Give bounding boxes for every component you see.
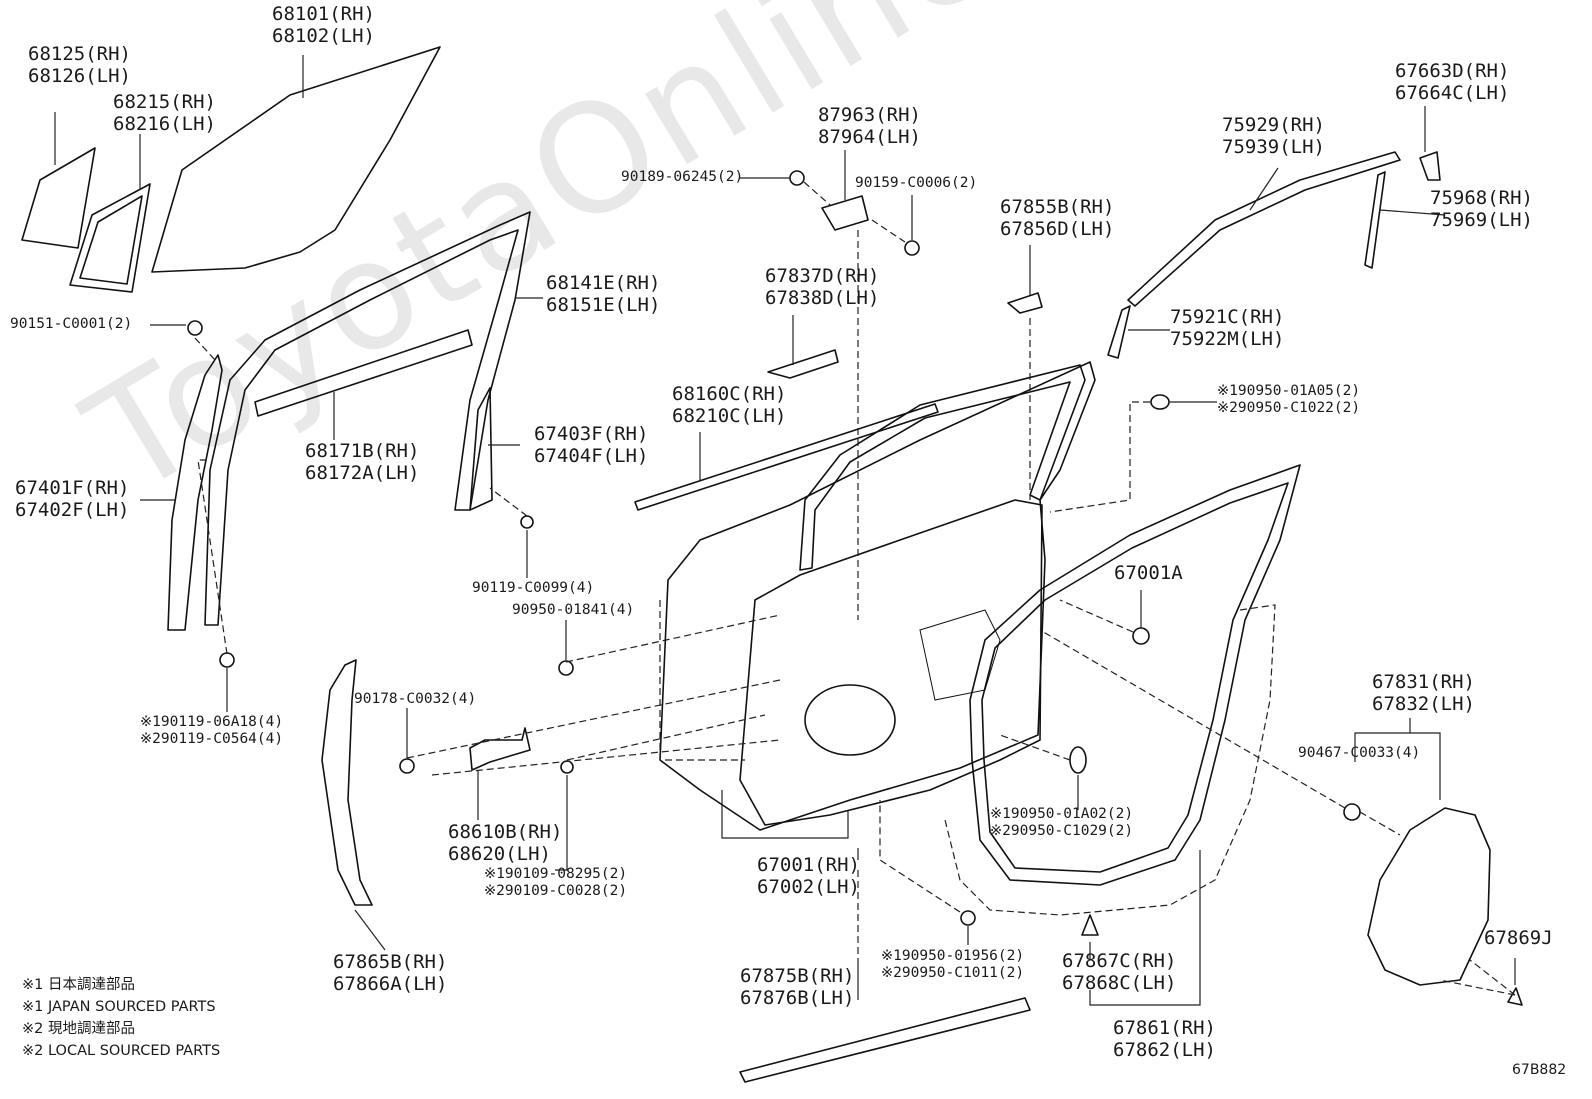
door-weatherstrip-inner-part — [981, 482, 1289, 873]
part-label-67861: 67861(RH) 67862(LH) — [1113, 1017, 1216, 1061]
part-label-67663: 67663D(RH) 67664C(LH) — [1395, 60, 1510, 104]
part-label-67869: 67869J — [1484, 927, 1553, 949]
part-label-190950-01a02: ※190950-01A02(2) ※290950-C1029(2) — [990, 806, 1134, 839]
part-label-87963: 87963(RH) 87964(LH) — [818, 104, 921, 148]
part-label-190950-01a05: ※190950-01A05(2) ※290950-C1022(2) — [1217, 383, 1361, 416]
part-label-68160: 68160C(RH) 68210C(LH) — [672, 383, 787, 427]
screw-90119-part — [520, 515, 534, 529]
part-label-90159: 90159-C0006(2) — [855, 175, 978, 191]
rocker-moulding-part — [739, 997, 1031, 1083]
frame-moulding-upper-part — [1127, 151, 1401, 307]
part-label-67001a: 67001A — [1114, 562, 1183, 584]
bracket-67855-part — [1007, 292, 1043, 314]
nut-90950-part — [558, 660, 574, 676]
bolt-90159-part — [904, 240, 920, 256]
door-frame-garnish-part — [167, 354, 223, 631]
part-label-67867: 67867C(RH) 67868C(LH) — [1062, 950, 1177, 994]
belt-moulding-inner-part — [254, 329, 473, 417]
part-label-90467: 90467-C0033(4) — [1298, 745, 1421, 761]
part-label-68610: 68610B(RH) 68620(LH) — [448, 821, 563, 865]
part-label-68101: 68101(RH) 68102(LH) — [272, 3, 375, 47]
grommet-90950b-part — [1069, 746, 1087, 774]
part-label-90119-c0099: 90119-C0099(4) — [472, 580, 595, 596]
part-label-190950-01956: ※190950-01956(2) ※290950-C1011(2) — [881, 948, 1025, 981]
clip-67867-part — [1081, 914, 1099, 936]
division-bar-part — [469, 387, 493, 511]
part-label-68141: 68141E(RH) 68151E(LH) — [546, 272, 661, 316]
speaker-opening-part — [804, 684, 896, 756]
door-inner-panel-part — [739, 499, 1043, 826]
nut-90178-part — [399, 758, 415, 774]
part-label-190109: ※190109-08295(2) ※290109-C0028(2) — [484, 866, 628, 899]
part-label-67401: 67401F(RH) 67402F(LH) — [15, 477, 130, 521]
part-label-67403: 67403F(RH) 67404F(LH) — [534, 423, 649, 467]
frame-moulding-front-part — [1107, 305, 1131, 359]
nut-90950c-part — [960, 910, 976, 926]
grommet-90950a-part — [1150, 394, 1170, 410]
screw-90151-part — [187, 320, 203, 336]
door-check-part — [469, 727, 531, 771]
frame-moulding-rear-part — [1364, 171, 1386, 269]
hinge-garnish-part — [321, 659, 373, 906]
part-label-67837: 67837D(RH) 67838D(LH) — [765, 265, 880, 309]
diagram-reference-code: 67B882 — [1512, 1062, 1567, 1078]
glass-run-part — [204, 211, 531, 626]
note-2-japanese: ※2 現地調達部品 — [22, 1021, 135, 1037]
part-label-68125: 68125(RH) 68126(LH) — [28, 43, 131, 87]
part-label-90151: 90151-C0001(2) — [10, 316, 133, 332]
bolt-90119-part — [219, 652, 235, 668]
part-label-90189: 90189-06245(2) — [621, 169, 744, 185]
end-cap-67663-part — [1419, 151, 1441, 181]
door-window-frame-part — [799, 364, 1086, 571]
mirror-bracket-part — [821, 195, 869, 231]
part-label-75921: 75921C(RH) 75922M(LH) — [1170, 306, 1285, 350]
part-label-75929: 75929(RH) 75939(LH) — [1222, 114, 1325, 158]
clip-90467-part — [1343, 803, 1361, 821]
part-label-90178: 90178-C0032(4) — [354, 691, 477, 707]
part-label-67831: 67831(RH) 67832(LH) — [1372, 671, 1475, 715]
door-glass-part — [151, 46, 441, 273]
note-1-english: ※1 JAPAN SOURCED PARTS — [22, 999, 216, 1015]
screw-90189-part — [789, 170, 805, 186]
part-label-67875: 67875B(RH) 67876B(LH) — [740, 965, 855, 1009]
part-label-68215: 68215(RH) 68216(LH) — [113, 91, 216, 135]
quarter-glass-part — [21, 147, 96, 249]
part-label-67865: 67865B(RH) 67866A(LH) — [333, 951, 448, 995]
nut-67001a-part — [1132, 627, 1150, 645]
part-label-75968: 75968(RH) 75969(LH) — [1430, 187, 1533, 231]
service-hole-cover-part — [1367, 807, 1491, 986]
door-weatherstrip-part — [969, 464, 1301, 886]
note-1-japanese: ※1 日本調達部品 — [22, 977, 135, 993]
bolt-90109-part — [560, 760, 574, 774]
part-label-90950-01841: 90950-01841(4) — [512, 602, 635, 618]
part-label-68171: 68171B(RH) 68172A(LH) — [305, 440, 420, 484]
door-outer-panel-part — [659, 361, 1096, 831]
part-label-190119: ※190119-06A18(4) ※290119-C0564(4) — [140, 714, 284, 747]
part-label-67855: 67855B(RH) 67856D(LH) — [1000, 196, 1115, 240]
reinforcement-67837-part — [767, 349, 839, 379]
part-label-67001-67002: 67001(RH) 67002(LH) — [757, 854, 860, 898]
note-2-english: ※2 LOCAL SOURCED PARTS — [22, 1043, 221, 1059]
quarter-glass-seal-part — [69, 183, 151, 293]
belt-moulding-outer-part — [634, 403, 939, 511]
